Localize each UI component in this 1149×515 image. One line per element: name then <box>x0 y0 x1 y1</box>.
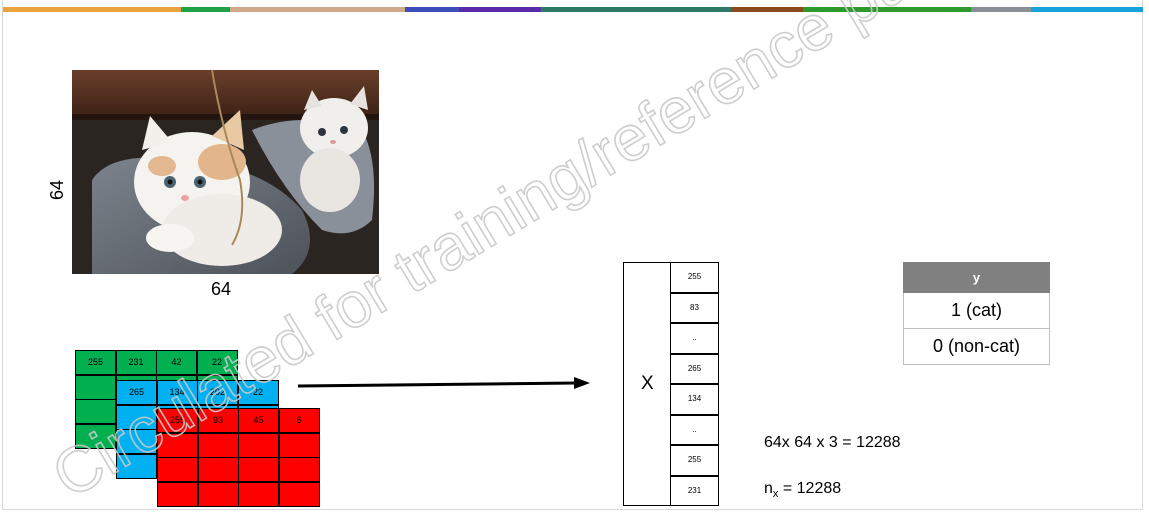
vector-cell: 134 <box>670 384 719 415</box>
green-channel-cell: 255 <box>75 350 116 375</box>
color-strip-segment <box>181 7 230 12</box>
red-channel-cell <box>278 481 320 507</box>
label-table: y 1 (cat) 0 (non-cat) <box>903 262 1050 365</box>
green-channel-cell: 231 <box>115 350 157 375</box>
vector-cell: 255 <box>670 445 719 476</box>
color-strip-segment <box>971 7 1031 12</box>
color-strip-segment <box>731 7 803 12</box>
green-channel-cell <box>75 374 116 400</box>
vector-cell: .. <box>670 414 719 445</box>
color-strip-segment <box>459 7 541 12</box>
red-channel-cell: 255 <box>157 408 198 433</box>
red-channel-cell <box>238 432 279 458</box>
vector-cell: .. <box>670 323 719 354</box>
image-width-label: 64 <box>211 279 232 299</box>
red-channel-cell <box>197 481 239 507</box>
label-row-cat: 1 (cat) <box>903 293 1050 329</box>
size-formula: 64x 64 x 3 = 12288 <box>764 434 901 451</box>
red-channel-cell <box>197 457 239 482</box>
vector-cell: 231 <box>670 475 719 506</box>
vector-cell: 265 <box>670 353 719 384</box>
color-strip-segment <box>803 7 971 12</box>
blue-channel-cell: 134 <box>156 380 198 405</box>
red-channel-cell <box>157 432 198 458</box>
color-strip-segment <box>1031 7 1143 12</box>
green-channel-cell: 42 <box>156 350 197 375</box>
red-channel-cell: 6 <box>278 408 320 433</box>
nx-value: = 12288 <box>778 480 842 497</box>
cat-image <box>72 70 379 274</box>
blue-channel-cell: 22 <box>237 380 279 405</box>
color-strip-segment <box>230 7 405 12</box>
red-channel-cell <box>157 457 198 482</box>
color-strip-segment <box>405 7 459 12</box>
nx-formula: nx = 12288 <box>764 480 841 500</box>
green-channel-cell <box>75 399 116 424</box>
vector-cell: 255 <box>670 262 719 293</box>
red-channel-cell <box>238 481 279 507</box>
red-channel-cell: 45 <box>238 408 279 433</box>
image-height-label: 64 <box>47 179 67 200</box>
arrow-to-vector <box>297 377 590 389</box>
red-channel-cell <box>197 432 239 458</box>
red-channel-cell <box>278 432 320 458</box>
color-strip <box>3 7 1143 12</box>
nx-subscript: x <box>772 488 779 501</box>
green-channel-cell: 22 <box>196 350 238 375</box>
label-row-noncat: 0 (non-cat) <box>903 329 1050 365</box>
green-channel-cell <box>75 423 116 449</box>
blue-channel-cell <box>116 429 157 454</box>
blue-channel-cell: 202 <box>197 380 238 405</box>
red-channel-cell <box>238 457 279 482</box>
x-vector-label: X <box>641 373 654 394</box>
label-table-header: y <box>903 262 1050 293</box>
nx-base: n <box>764 480 773 497</box>
vector-cell: 83 <box>670 292 719 323</box>
blue-channel-cell <box>116 404 157 430</box>
x-vector-box <box>623 262 671 506</box>
color-strip-segment <box>3 7 181 12</box>
red-channel-cell <box>157 481 198 507</box>
red-channel-cell <box>278 457 320 482</box>
red-channel-cell: 93 <box>197 408 239 433</box>
blue-channel-cell <box>116 453 157 479</box>
blue-channel-cell: 265 <box>116 380 157 405</box>
color-strip-segment <box>541 7 731 12</box>
